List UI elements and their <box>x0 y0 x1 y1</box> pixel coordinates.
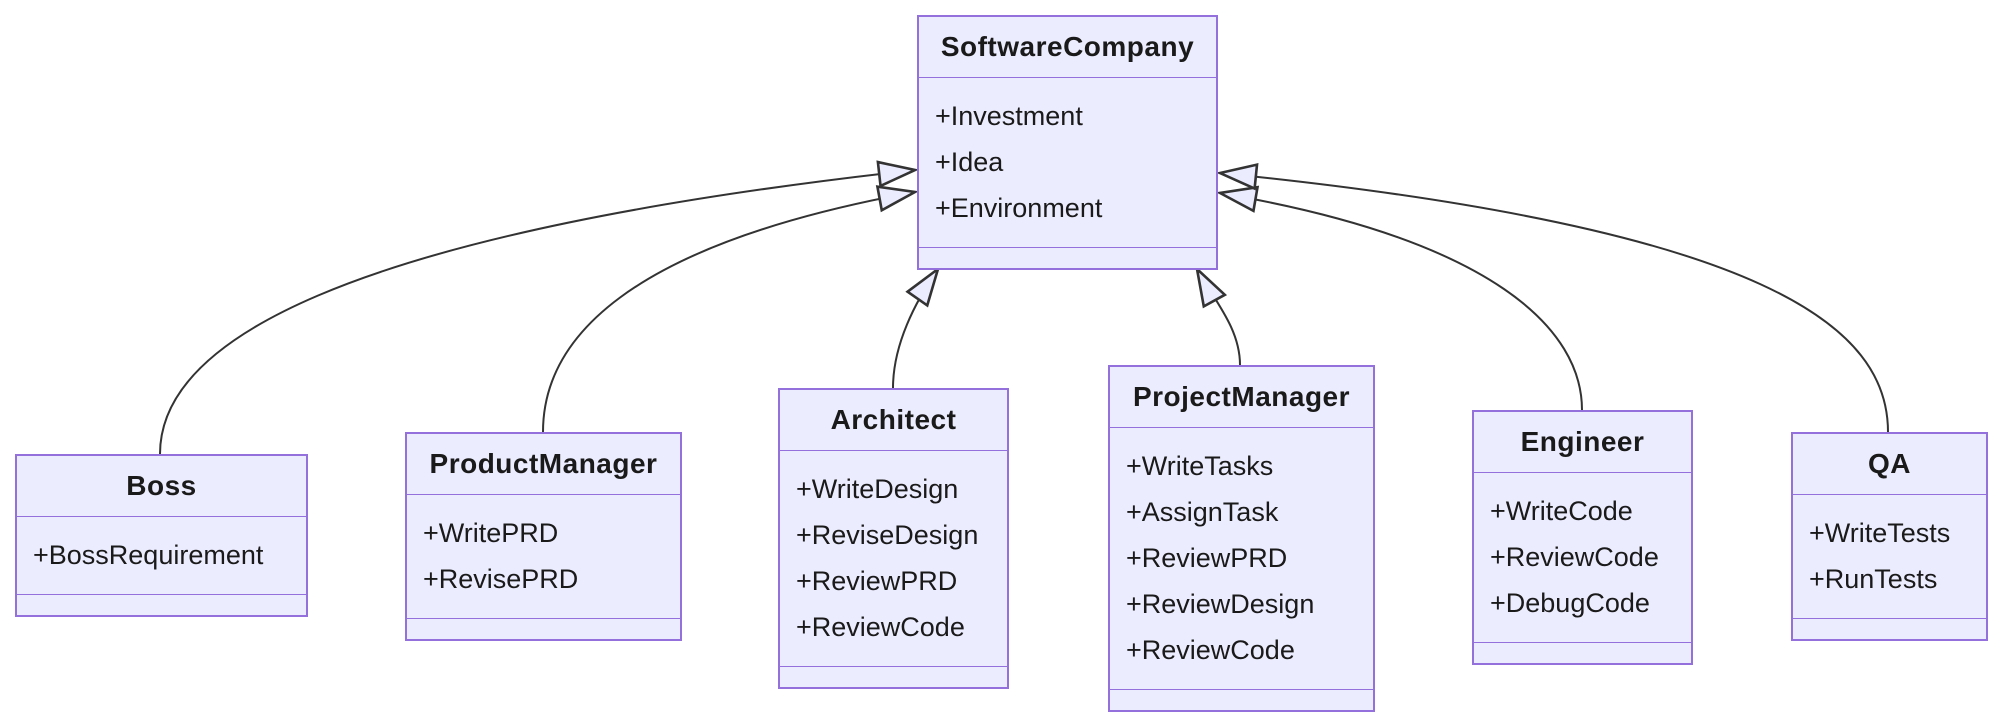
attribute-item: +WriteDesign <box>796 474 959 504</box>
class-box-architect: Architect +WriteDesign +ReviseDesign +Re… <box>778 388 1009 689</box>
class-attributes: +BossRequirement <box>17 516 306 594</box>
class-box-boss: Boss +BossRequirement <box>15 454 308 617</box>
class-box-qa: QA +WriteTests +RunTests <box>1791 432 1988 641</box>
attribute-item: +WriteTasks <box>1126 451 1274 481</box>
edge-projectmanager-to-softwarecompany <box>1197 269 1241 366</box>
attribute-item: +Idea <box>935 147 1004 177</box>
class-box-projectmanager: ProjectManager +WriteTasks +AssignTask +… <box>1108 365 1375 712</box>
methods-compartment-empty <box>1474 642 1691 663</box>
class-attributes: +WriteCode +ReviewCode +DebugCode <box>1474 472 1691 642</box>
edge-engineer-to-softwarecompany <box>1220 193 1583 411</box>
class-box-productmanager: ProductManager +WritePRD +RevisePRD <box>405 432 682 641</box>
attribute-item: +RevisePRD <box>423 564 579 594</box>
class-title: Architect <box>830 404 957 435</box>
class-attributes: +WriteDesign +ReviseDesign +ReviewPRD +R… <box>780 450 1007 666</box>
attribute-item: +Environment <box>935 193 1103 223</box>
class-title: ProjectManager <box>1132 381 1351 412</box>
methods-compartment-empty <box>407 618 680 639</box>
class-title: QA <box>1868 448 1911 479</box>
attribute-item: +ReviewCode <box>796 612 965 642</box>
attribute-item: +ReviewDesign <box>1126 589 1315 619</box>
attribute-item: +ReviewPRD <box>796 566 958 596</box>
methods-compartment-empty <box>1110 689 1373 710</box>
attribute-item: +DebugCode <box>1490 588 1650 618</box>
attribute-item: +WritePRD <box>423 518 559 548</box>
attribute-item: +RunTests <box>1809 564 1938 594</box>
edge-architect-to-softwarecompany <box>892 269 938 389</box>
edge-qa-to-softwarecompany <box>1220 173 1889 433</box>
attribute-item: +ReviewCode <box>1490 542 1659 572</box>
class-title: SoftwareCompany <box>940 31 1195 62</box>
attribute-item: +BossRequirement <box>33 540 264 570</box>
class-attributes: +WriteTasks +AssignTask +ReviewPRD +Revi… <box>1110 427 1373 689</box>
methods-compartment-empty <box>1793 618 1986 639</box>
methods-compartment-empty <box>919 247 1216 268</box>
class-box-engineer: Engineer +WriteCode +ReviewCode +DebugCo… <box>1472 410 1693 665</box>
edge-productmanager-to-softwarecompany <box>542 192 915 433</box>
attribute-item: +ReviewCode <box>1126 635 1295 665</box>
class-attributes: +Investment +Idea +Environment <box>919 77 1216 247</box>
attribute-item: +ReviseDesign <box>796 520 979 550</box>
attribute-item: +ReviewPRD <box>1126 543 1288 573</box>
class-attributes: +WriteTests +RunTests <box>1793 494 1986 618</box>
class-box-softwarecompany: SoftwareCompany +Investment +Idea +Envir… <box>917 15 1218 270</box>
class-title: Engineer <box>1520 426 1645 457</box>
edge-boss-to-softwarecompany <box>159 170 915 455</box>
methods-compartment-empty <box>780 666 1007 687</box>
attribute-item: +WriteTests <box>1809 518 1951 548</box>
class-title: Boss <box>126 470 197 501</box>
methods-compartment-empty <box>17 594 306 615</box>
attribute-item: +AssignTask <box>1126 497 1279 527</box>
class-attributes: +WritePRD +RevisePRD <box>407 494 680 618</box>
attribute-item: +Investment <box>935 101 1083 131</box>
attribute-item: +WriteCode <box>1490 496 1633 526</box>
class-title: ProductManager <box>429 448 658 479</box>
